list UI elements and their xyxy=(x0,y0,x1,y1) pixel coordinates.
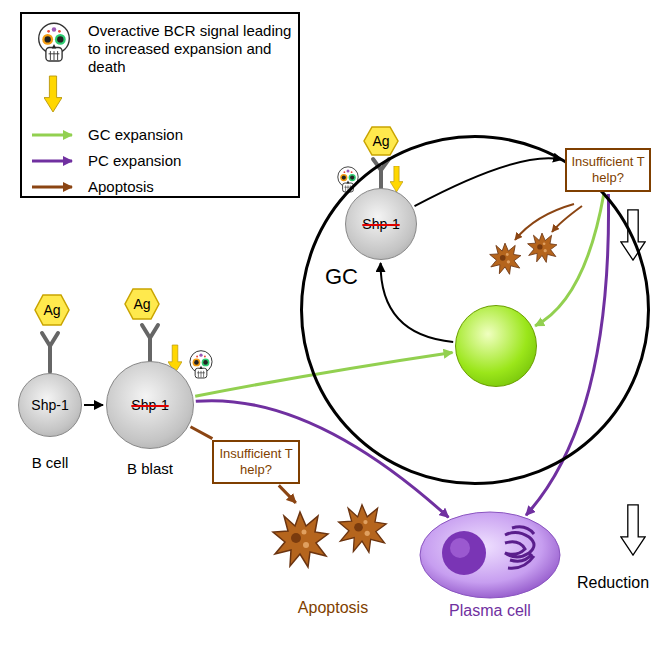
node-text: Shp-1 xyxy=(31,397,68,413)
legend-sample xyxy=(26,176,86,198)
t-help-box: Insufficient T help? xyxy=(212,440,300,484)
apoptotic-cell xyxy=(339,505,387,553)
node-text: Ag xyxy=(133,296,150,312)
connector-arrow xyxy=(191,427,213,439)
hexagon-outline xyxy=(125,289,159,319)
connector-arrow xyxy=(195,352,452,396)
legend-sample xyxy=(26,124,86,146)
b-blast: Shp-1B blast xyxy=(106,361,194,449)
node-text: Insufficient T help? xyxy=(570,154,646,186)
connector-arrow xyxy=(526,194,609,515)
node-label: B cell xyxy=(32,454,69,471)
legend-item: GC expansion xyxy=(22,124,298,146)
legend-item: Overactive BCR signal leading to increas… xyxy=(22,18,298,128)
legend-box: Overactive BCR signal leading to increas… xyxy=(20,12,300,198)
node-text: Apoptosis xyxy=(298,599,368,617)
plasma-cell: Plasma cell xyxy=(420,512,560,598)
antigen-hexagon: Ag xyxy=(124,288,160,320)
note-label: Reduction xyxy=(577,574,649,592)
connector-arrow xyxy=(381,263,454,342)
apoptotic-cell xyxy=(528,233,557,262)
apoptosis-group: Apoptosis xyxy=(268,505,398,577)
antigen-hexagon: Ag xyxy=(363,126,399,156)
node-label: B blast xyxy=(127,460,173,477)
gc-b-cell: Shp-1 xyxy=(345,188,417,260)
legend-text: GC expansion xyxy=(88,126,293,144)
antigen-hexagon: Ag xyxy=(34,294,70,326)
skull-icon xyxy=(338,167,358,192)
legend-sample xyxy=(26,150,86,172)
gc-b-cell-green xyxy=(455,305,537,387)
node-text: Ag xyxy=(372,133,389,149)
connector-arrow xyxy=(84,404,103,406)
legend-item: PC expansion xyxy=(22,150,298,172)
legend-sample xyxy=(26,18,86,128)
t-help-box: Insufficient T help? xyxy=(565,148,651,192)
plasma-cell-drawing xyxy=(420,512,560,598)
connector-arrow xyxy=(415,158,563,206)
node-text: GC xyxy=(325,264,358,290)
b-cell: Shp-1B cell xyxy=(18,373,82,437)
connector-arrow xyxy=(279,485,296,503)
apoptotic-cell xyxy=(490,243,521,274)
legend-text: Apoptosis xyxy=(88,178,293,196)
legend-text: PC expansion xyxy=(88,152,293,170)
node-text: Shp-1 xyxy=(131,397,168,413)
node-text: Insufficient T help? xyxy=(217,446,295,478)
connector-arrow xyxy=(196,401,449,518)
reduction-arrow xyxy=(621,210,645,260)
node-text: Plasma cell xyxy=(449,602,531,620)
node-text: Ag xyxy=(43,302,60,318)
connector-arrow xyxy=(535,194,604,326)
apoptotic-cell xyxy=(273,512,328,567)
node-text: Shp-1 xyxy=(362,216,399,232)
signal-arrow xyxy=(390,166,403,192)
hexagon-outline xyxy=(364,127,398,155)
legend-item: Apoptosis xyxy=(22,176,298,198)
skull-icon xyxy=(190,351,212,378)
apoptosis-arrows xyxy=(515,204,582,240)
legend-text: Overactive BCR signal leading to increas… xyxy=(88,22,293,76)
hexagon-outline xyxy=(35,295,69,325)
germinal-center: GC AgShp-1 Insufficient T help? xyxy=(300,135,650,485)
reduction-arrow xyxy=(621,505,645,555)
